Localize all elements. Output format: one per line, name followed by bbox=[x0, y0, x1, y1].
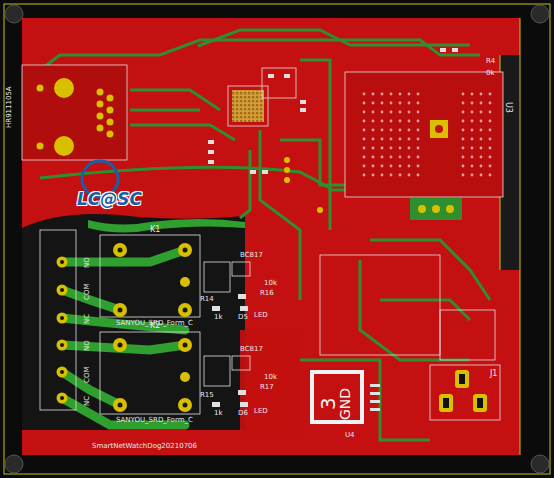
part-label: U4 bbox=[345, 432, 355, 439]
part-value: LED bbox=[254, 408, 268, 415]
part-label: R17 bbox=[260, 384, 274, 391]
part-value: SANYOU_SRD_Form_C bbox=[116, 320, 193, 327]
board-name: SmartNetWatchDog20210706 bbox=[92, 443, 197, 450]
part-value: 10k bbox=[264, 374, 277, 381]
pin-name: COM bbox=[84, 284, 91, 300]
part-value: SANYOU_SRD_Form_C bbox=[116, 417, 193, 424]
pin-name: NO bbox=[84, 257, 91, 268]
part-label: D6 bbox=[238, 410, 248, 417]
part-label: K1 bbox=[150, 226, 160, 234]
part-label: R14 bbox=[200, 296, 214, 303]
part-label: R4 bbox=[486, 58, 495, 65]
pin-number: 3 bbox=[318, 397, 338, 410]
part-value: BC817 bbox=[240, 252, 263, 259]
pin-name: COM bbox=[84, 367, 91, 383]
pin-name: NC bbox=[84, 314, 91, 324]
logo-text: LC@SC bbox=[77, 191, 142, 208]
net-name: GND bbox=[338, 388, 352, 420]
part-label: HR911105A bbox=[6, 86, 13, 128]
part-label: R15 bbox=[200, 392, 214, 399]
part-value: LED bbox=[254, 312, 268, 319]
part-label: R16 bbox=[260, 290, 274, 297]
part-value: 10k bbox=[264, 280, 277, 287]
part-value: 1k bbox=[214, 410, 223, 417]
pin-name: NO bbox=[84, 340, 91, 351]
pin-name: NC bbox=[84, 396, 91, 406]
part-label: U3 bbox=[504, 102, 512, 113]
part-value: 0k bbox=[486, 70, 495, 77]
part-label: J1 bbox=[490, 370, 497, 378]
part-label: D5 bbox=[238, 314, 248, 321]
part-value: BC817 bbox=[240, 346, 263, 353]
part-value: 1k bbox=[214, 314, 223, 321]
